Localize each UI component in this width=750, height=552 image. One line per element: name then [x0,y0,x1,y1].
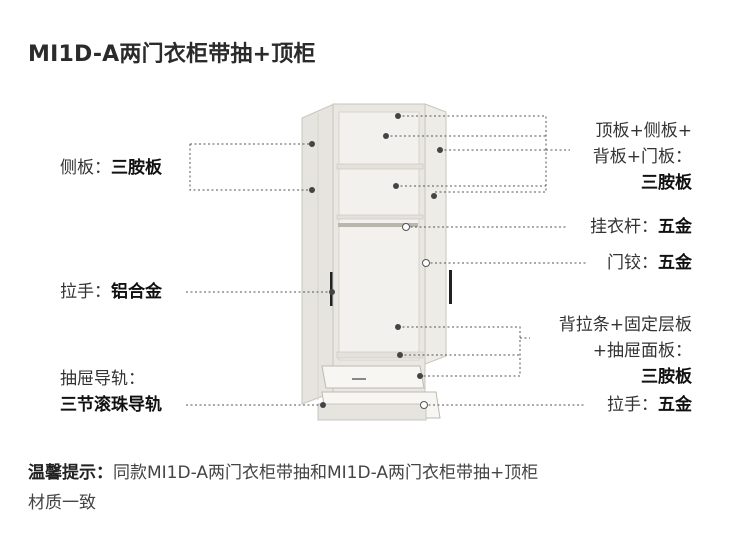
label-handle-left: 拉手：铝合金 [60,279,162,305]
label-name: 挂衣杆： [590,217,658,237]
top-shelf [336,163,424,170]
right-door-handle [449,270,452,304]
label-top-panels-line1: 顶板+侧板+ [595,121,693,141]
label-hinge: 门铰：五金 [607,250,692,276]
note-title: 温馨提示： [28,463,113,483]
label-back-strip-line1: 背拉条+固定层板 [558,315,692,335]
label-drawer-rail-material: 三节滚珠导轨 [60,395,162,415]
label-material: 五金 [658,253,692,273]
label-top-panels-material: 三胺板 [641,173,692,193]
label-side-panel: 侧板：三胺板 [60,155,162,181]
cabinet-body [332,103,426,405]
label-handle-right: 拉手：五金 [607,392,692,418]
drawer-top [321,365,425,389]
left-door [301,103,335,405]
label-name: 拉手： [607,395,658,415]
note-line1: 温馨提示：同款MI1D-A两门衣柜带抽和MI1D-A两门衣柜带抽+顶柜 [28,458,728,488]
label-drawer-rail-name: 抽屉导轨： [60,369,145,389]
callout-drawer-rail [186,402,326,408]
right-door [424,103,452,365]
note-text-line1: 同款MI1D-A两门衣柜带抽和MI1D-A两门衣柜带抽+顶柜 [113,463,539,483]
callout-top-panels [383,113,570,199]
label-name: 门铰： [607,253,658,273]
label-material: 铝合金 [111,282,162,302]
callout-handle-left [186,289,335,295]
label-name: 拉手： [60,282,111,302]
callout-handle-right [420,401,586,409]
label-back-strip-material: 三胺板 [641,367,692,387]
label-hanging-rod: 挂衣杆：五金 [590,214,692,240]
label-back-strip-line2: +抽屉面板： [592,341,692,361]
drawers [317,365,441,421]
callout-hinge [422,259,586,267]
callout-back-strip [395,324,530,379]
label-material: 五金 [658,217,692,237]
callout-side-panel [189,141,315,193]
left-door-handle [330,272,333,306]
label-name: 侧板： [60,158,111,178]
label-top-panels-line2: 背板+门板： [592,147,692,167]
page-title: MI1D-A两门衣柜带抽+顶柜 [28,42,316,67]
label-material: 五金 [658,395,692,415]
note: 温馨提示：同款MI1D-A两门衣柜带抽和MI1D-A两门衣柜带抽+顶柜 材质一致 [28,458,728,518]
hanging-rod [338,223,418,227]
label-material: 三胺板 [111,158,162,178]
callout-hanging-rod [402,223,566,231]
note-text-line2: 材质一致 [28,493,96,513]
